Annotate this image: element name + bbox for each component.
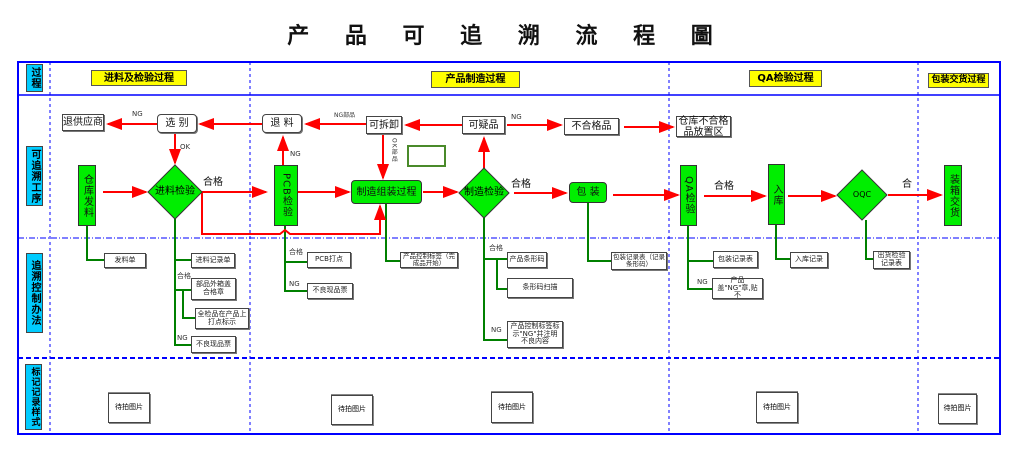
edge-label-ng: NG — [697, 277, 708, 286]
record-ng-stamp: 产品盖"NG"章,贴不 — [712, 276, 763, 299]
node-qa-inspection: QA检验 — [680, 165, 697, 226]
record-control-label: 产品控制标签（完成品开始） — [400, 252, 458, 268]
row-label-traceable-steps: 可追溯工序 — [26, 146, 43, 206]
decision-diamonds — [147, 164, 888, 221]
edge-label-pass: 合格 — [177, 271, 191, 280]
record-issue-slip: 发料单 — [104, 253, 146, 268]
edge-label-ok-parts: OK部品 — [390, 138, 398, 163]
trace-lines — [86, 203, 873, 346]
edge-label-ng: NG — [511, 113, 522, 122]
incoming-inspection-diamond — [147, 164, 203, 220]
oqc-diamond — [836, 169, 888, 221]
record-barcode: 产品条形码 — [507, 252, 547, 268]
mfg-inspection-diamond — [458, 167, 510, 219]
phase-incoming: 进料及检验过程 — [91, 70, 187, 86]
node-nonconforming: 不合格品 — [564, 118, 619, 135]
edge-label-pass: 合格 — [489, 243, 503, 252]
edge-label-ng-parts: NG部品 — [334, 112, 356, 120]
edge-label-pass: 合格 — [203, 176, 223, 188]
record-pack: 包装记录表 — [713, 251, 758, 268]
edge-label-ng: NG — [132, 110, 143, 119]
node-packing: 包 装 — [569, 182, 607, 203]
node-detachable: 可拆卸 — [366, 116, 402, 134]
node-return-supplier: 退供应商 — [62, 114, 104, 131]
record-shipment: 出货检验记录表 — [873, 251, 910, 269]
edge-label-ng: NG — [289, 279, 300, 288]
row-label-process: 过程 — [26, 64, 43, 92]
flow-arrows — [103, 118, 943, 235]
edge-label-pass-short: 合 — [902, 178, 912, 190]
record-incoming: 进料记录单 — [191, 253, 235, 268]
record-pack-barcode: 包装记录表（记录条形码） — [611, 252, 667, 270]
node-warehouse-nc-area: 仓库不合格品放置区 — [676, 116, 731, 138]
record-carton-stamp: 部品外箱盖合格章 — [191, 278, 236, 300]
photo-placeholder: 待拍图片 — [756, 392, 798, 423]
empty-green-box — [407, 145, 446, 167]
photo-placeholder: 待拍图片 — [491, 392, 533, 423]
record-defect-ticket: 不良现品票 — [191, 336, 236, 353]
record-barcode-scan: 条形码扫描 — [507, 278, 573, 298]
node-incoming-inspection: 进料检验 — [155, 186, 195, 197]
record-dot-mark: 全检品在产品上打点标示 — [195, 308, 249, 329]
phase-manufacturing: 产品制造过程 — [431, 71, 520, 88]
photo-placeholder: 待拍图片 — [108, 393, 150, 423]
phase-packing-delivery: 包装交货过程 — [928, 73, 989, 88]
frame — [17, 61, 1001, 435]
node-assembly: 制造组装过程 — [351, 180, 422, 204]
row-label-record-style: 标记记录样式 — [25, 364, 42, 430]
node-pcb-inspection: PCB检验 — [274, 165, 298, 226]
photo-placeholder: 待拍图片 — [331, 395, 373, 425]
edge-label-pass: 合格 — [714, 180, 734, 192]
record-ng-label: 产品控制标签标示"NG"并注明不良内容 — [507, 321, 563, 348]
node-oqc: OQC — [852, 190, 872, 200]
row-label-trace-control: 追溯控制办法 — [26, 253, 43, 333]
node-return-material: 退 料 — [262, 114, 302, 133]
node-boxing-delivery: 装箱交货 — [944, 165, 962, 226]
record-defect-ticket: 不良现品票 — [307, 283, 353, 299]
edge-label-ng: NG — [177, 333, 188, 342]
record-warehouse: 入库记录 — [790, 252, 828, 268]
edge-label-ng: NG — [290, 150, 301, 159]
edge-label-pass: 合格 — [289, 247, 303, 256]
node-warehousing: 入库 — [768, 164, 785, 225]
page-title: 产 品 可 追 溯 流 程 圖 — [287, 22, 727, 49]
node-sorting: 选 别 — [157, 114, 197, 133]
edge-label-ok: OK — [180, 143, 191, 152]
node-warehouse-issue: 仓库发料 — [78, 165, 96, 226]
edge-label-ng: NG — [491, 325, 502, 334]
node-mfg-inspection: 制造检验 — [464, 187, 504, 198]
record-pcb-dot: PCB打点 — [307, 252, 351, 268]
photo-placeholder: 待拍图片 — [938, 394, 977, 424]
phase-qa: QA检验过程 — [749, 70, 822, 87]
edge-label-pass: 合格 — [511, 178, 531, 190]
node-suspect: 可疑品 — [462, 116, 505, 134]
